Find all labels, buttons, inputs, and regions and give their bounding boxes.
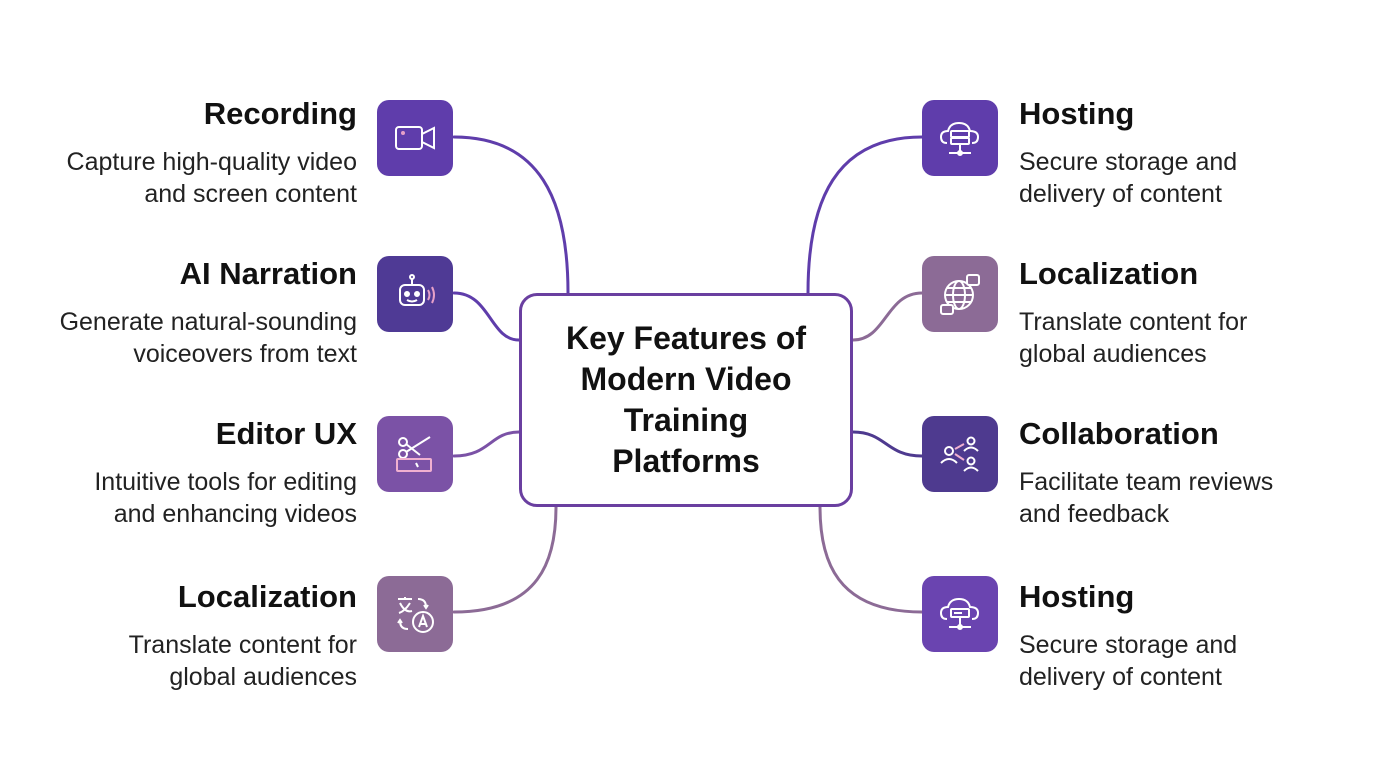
- feature-description: Translate content for global audiences: [1019, 306, 1349, 370]
- feature-title: Localization: [1019, 256, 1199, 291]
- feature-title: Hosting: [1019, 96, 1135, 131]
- feature-description: Facilitate team reviews and feedback: [1019, 466, 1349, 530]
- localization-right-icon-box: [922, 256, 998, 332]
- central-topic-box: Key Features of Modern Video Training Pl…: [519, 293, 853, 507]
- translate-icon: [397, 597, 434, 633]
- feature-title: Recording: [203, 96, 357, 131]
- feature-title: Hosting: [1019, 579, 1135, 614]
- description-line: Translate content for: [1019, 308, 1248, 336]
- team-icon: [940, 436, 979, 472]
- globe-chat-icon: [940, 274, 980, 315]
- editor-ux-icon-box: [377, 416, 453, 492]
- description-line: Intuitive tools for editing: [94, 468, 357, 496]
- feature-title: Localization: [177, 579, 357, 614]
- connector-ai-narration: [452, 291, 521, 342]
- connector-localization-left: [452, 505, 558, 614]
- cloud-server-icon: [939, 597, 980, 630]
- feature-localization-right: Localization Translate content for globa…: [1019, 256, 1349, 370]
- feature-hosting-bottom: Hosting Secure storage and delivery of c…: [1019, 579, 1349, 693]
- description-line: and feedback: [1019, 500, 1170, 528]
- ai-narration-icon-box: [377, 256, 453, 332]
- description-line: Secure storage and: [1019, 631, 1238, 659]
- scissors-icon: [396, 436, 432, 472]
- connector-recording: [452, 135, 570, 295]
- hosting-top-icon-box: [922, 100, 998, 176]
- feature-description: Capture high-quality video and screen co…: [27, 146, 357, 210]
- video-camera-icon: [395, 126, 435, 150]
- central-topic-title: Key Features of Modern Video Training Pl…: [565, 320, 807, 479]
- feature-description: Secure storage and delivery of content: [1019, 629, 1349, 693]
- feature-title: AI Narration: [179, 256, 357, 291]
- description-line: Secure storage and: [1019, 148, 1238, 176]
- description-line: Capture high-quality video: [66, 148, 357, 176]
- feature-description: Generate natural-sounding voiceovers fro…: [27, 306, 357, 370]
- recording-icon-box: [377, 100, 453, 176]
- connector-localization-right: [851, 291, 924, 342]
- description-line: Facilitate team reviews: [1019, 468, 1274, 496]
- feature-title: Collaboration: [1019, 416, 1219, 451]
- description-line: delivery of content: [1019, 663, 1222, 691]
- collaboration-icon-box: [922, 416, 998, 492]
- connector-collaboration: [851, 430, 924, 458]
- description-line: Translate content for: [128, 631, 357, 659]
- cloud-server-icon: [939, 121, 980, 156]
- feature-title: Editor UX: [215, 416, 357, 451]
- feature-description: Intuitive tools for editing and enhancin…: [27, 466, 357, 530]
- feature-description: Secure storage and delivery of content: [1019, 146, 1349, 210]
- feature-localization-left: Localization Translate content for globa…: [27, 579, 357, 693]
- robot-icon: [399, 274, 435, 306]
- description-line: global audiences: [1019, 340, 1207, 368]
- description-line: global audiences: [169, 663, 357, 691]
- description-line: and enhancing videos: [113, 500, 357, 528]
- description-line: voiceovers from text: [133, 340, 357, 368]
- connector-hosting-top: [806, 135, 924, 295]
- connector-editor-ux: [452, 430, 521, 458]
- description-line: Generate natural-sounding: [59, 308, 357, 336]
- feature-editor-ux: Editor UX Intuitive tools for editing an…: [27, 416, 357, 530]
- description-line: delivery of content: [1019, 180, 1222, 208]
- feature-recording: Recording Capture high-quality video and…: [27, 96, 357, 210]
- feature-ai-narration: AI Narration Generate natural-sounding v…: [27, 256, 357, 370]
- description-line: and screen content: [144, 180, 357, 208]
- localization-left-icon-box: [377, 576, 453, 652]
- feature-collaboration: Collaboration Facilitate team reviews an…: [1019, 416, 1349, 530]
- feature-description: Translate content for global audiences: [27, 629, 357, 693]
- connector-hosting-bottom: [818, 505, 924, 614]
- feature-hosting-top: Hosting Secure storage and delivery of c…: [1019, 96, 1349, 210]
- hosting-bottom-icon-box: [922, 576, 998, 652]
